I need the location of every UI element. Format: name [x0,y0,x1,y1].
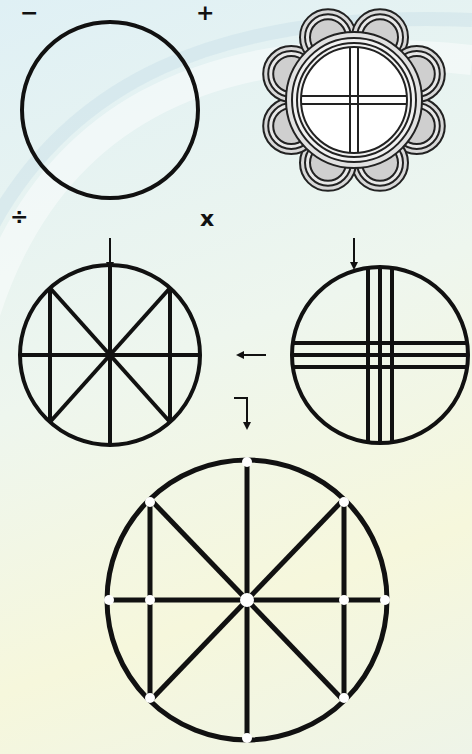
operator-symbol: x [200,208,214,230]
grid-circle [292,267,468,443]
flower-symbol [263,9,445,191]
junction-dots [104,457,390,743]
arrow [353,238,355,266]
star-circle-large [107,460,387,740]
operator-symbol: ÷ [10,206,28,228]
operator-symbol: + [196,2,214,24]
operator-symbol: − [20,2,38,24]
arrow [240,354,266,356]
star-circle [20,265,200,445]
background-swoosh [0,19,472,250]
plain-circle [22,22,198,198]
arrow [234,398,247,426]
background-swoosh [0,54,472,330]
arrow [109,238,111,266]
